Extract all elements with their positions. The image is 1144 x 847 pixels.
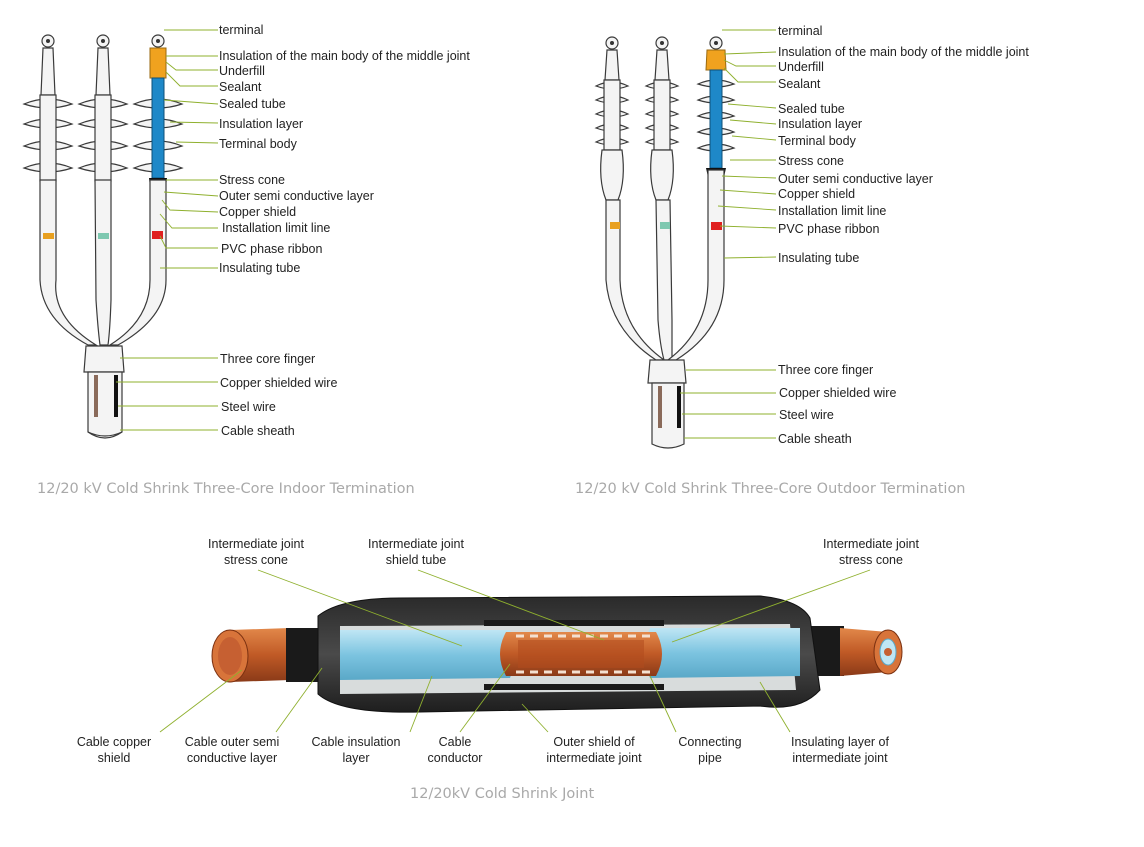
indoor-labels: terminal Insulation of the main body of … bbox=[219, 23, 470, 438]
joint-label-shield-tube-l1: Intermediate joint bbox=[368, 537, 464, 551]
indoor-label-main-insulation: Insulation of the main body of the middl… bbox=[219, 49, 470, 63]
joint-label-left-stress-cone-l1: Intermediate joint bbox=[208, 537, 304, 551]
outdoor-label-underfill: Underfill bbox=[778, 60, 824, 74]
cold-shrink-joint: Intermediate joint stress cone Intermedi… bbox=[77, 537, 920, 802]
indoor-label-terminal: terminal bbox=[219, 23, 263, 37]
indoor-label-stress-cone: Stress cone bbox=[219, 173, 285, 187]
indoor-label-steel-wire: Steel wire bbox=[221, 400, 276, 414]
joint-label-connecting-pipe-l1: Connecting bbox=[678, 735, 741, 749]
outdoor-three-core-finger bbox=[647, 359, 687, 449]
joint-top-labels: Intermediate joint stress cone Intermedi… bbox=[208, 537, 919, 567]
joint-leaders bbox=[159, 569, 871, 733]
outdoor-label-pvc-ribbon: PVC phase ribbon bbox=[778, 222, 880, 236]
joint-bottom-labels: Cable copper shield Cable outer semi con… bbox=[77, 735, 890, 765]
outdoor-label-copper-wire: Copper shielded wire bbox=[779, 386, 896, 400]
outdoor-leaders bbox=[680, 29, 777, 439]
outdoor-label-terminal-body: Terminal body bbox=[778, 134, 857, 148]
joint-label-insulation-l1: Cable insulation bbox=[312, 735, 401, 749]
indoor-label-outer-semi: Outer semi conductive layer bbox=[219, 189, 374, 203]
outdoor-core-right bbox=[666, 36, 736, 361]
indoor-label-install-limit: Installation limit line bbox=[222, 221, 330, 235]
joint-label-outer-semi-l2: conductive layer bbox=[187, 751, 277, 765]
indoor-core-left bbox=[22, 34, 99, 346]
outdoor-label-copper-shield: Copper shield bbox=[778, 187, 855, 201]
joint-label-left-stress-cone-l2: stress cone bbox=[224, 553, 288, 567]
indoor-label-sealed-tube: Sealed tube bbox=[219, 97, 286, 111]
joint-label-conductor-l1: Cable bbox=[439, 735, 472, 749]
outdoor-label-insulation-layer: Insulation layer bbox=[778, 117, 862, 131]
joint-label-copper-shield-l2: shield bbox=[98, 751, 131, 765]
joint-label-right-stress-cone-l2: stress cone bbox=[839, 553, 903, 567]
joint-left-stress-cone bbox=[340, 630, 515, 680]
indoor-label-insulating-tube: Insulating tube bbox=[219, 261, 300, 275]
outdoor-termination: terminal Insulation of the main body of … bbox=[575, 24, 1029, 497]
joint-label-outer-shield-l1: Outer shield of bbox=[553, 735, 635, 749]
joint-right-stress-cone bbox=[645, 628, 800, 678]
outdoor-label-outer-semi: Outer semi conductive layer bbox=[778, 172, 933, 186]
indoor-label-underfill: Underfill bbox=[219, 64, 265, 78]
outdoor-core-left bbox=[594, 36, 666, 361]
joint-label-conductor-l2: conductor bbox=[428, 751, 483, 765]
joint-label-shield-tube-l2: shield tube bbox=[386, 553, 447, 567]
outdoor-label-steel-wire: Steel wire bbox=[779, 408, 834, 422]
joint-left-cable bbox=[211, 628, 326, 683]
joint-label-outer-semi-l1: Cable outer semi bbox=[185, 735, 280, 749]
indoor-label-cable-sheath: Cable sheath bbox=[221, 424, 295, 438]
outdoor-label-sealed-tube: Sealed tube bbox=[778, 102, 845, 116]
indoor-label-insulation-layer: Insulation layer bbox=[219, 117, 303, 131]
outdoor-label-terminal: terminal bbox=[778, 24, 822, 38]
joint-label-insulating-layer-l1: Insulating layer of bbox=[791, 735, 890, 749]
outdoor-label-stress-cone: Stress cone bbox=[778, 154, 844, 168]
outdoor-labels: terminal Insulation of the main body of … bbox=[778, 24, 1029, 446]
indoor-label-sealant: Sealant bbox=[219, 80, 262, 94]
outdoor-caption: 12/20 kV Cold Shrink Three-Core Outdoor … bbox=[575, 481, 966, 497]
indoor-caption: 12/20 kV Cold Shrink Three-Core Indoor T… bbox=[37, 481, 415, 497]
indoor-label-three-core-finger: Three core finger bbox=[220, 352, 315, 366]
indoor-label-copper-wire: Copper shielded wire bbox=[220, 376, 337, 390]
indoor-core-middle bbox=[77, 34, 129, 346]
outdoor-label-cable-sheath: Cable sheath bbox=[778, 432, 852, 446]
indoor-leaders bbox=[116, 29, 219, 431]
outdoor-label-install-limit: Installation limit line bbox=[778, 204, 886, 218]
indoor-three-core-finger bbox=[83, 345, 125, 439]
outdoor-label-insulating-tube: Insulating tube bbox=[778, 251, 859, 265]
indoor-termination: terminal Insulation of the main body of … bbox=[22, 23, 470, 497]
joint-label-outer-shield-l2: intermediate joint bbox=[546, 751, 642, 765]
outdoor-core-middle bbox=[644, 36, 680, 361]
joint-label-connecting-pipe-l2: pipe bbox=[698, 751, 722, 765]
joint-label-insulating-layer-l2: intermediate joint bbox=[792, 751, 888, 765]
joint-label-insulation-l2: layer bbox=[342, 751, 369, 765]
outdoor-label-three-core-finger: Three core finger bbox=[778, 363, 873, 377]
joint-label-copper-shield-l1: Cable copper bbox=[77, 735, 151, 749]
indoor-label-copper-shield: Copper shield bbox=[219, 205, 296, 219]
joint-caption: 12/20kV Cold Shrink Joint bbox=[410, 786, 594, 802]
indoor-label-terminal-body: Terminal body bbox=[219, 137, 298, 151]
outdoor-label-main-insulation: Insulation of the main body of the middl… bbox=[778, 45, 1029, 59]
outdoor-label-sealant: Sealant bbox=[778, 77, 821, 91]
joint-label-right-stress-cone-l1: Intermediate joint bbox=[823, 537, 919, 551]
indoor-label-pvc-ribbon: PVC phase ribbon bbox=[221, 242, 323, 256]
indoor-core-right bbox=[107, 34, 184, 346]
